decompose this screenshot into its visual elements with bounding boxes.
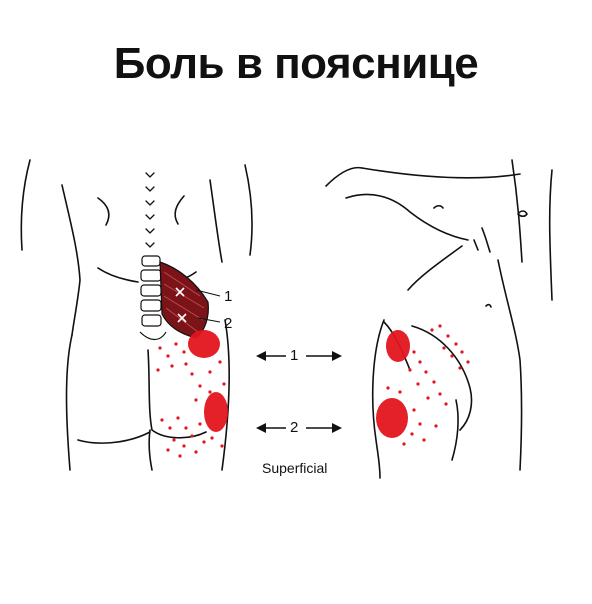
back-view-body-outline <box>20 159 253 471</box>
arrow-label-1: 1 <box>290 347 299 364</box>
caption-superficial: Superficial <box>262 460 328 476</box>
trigger-point-marks <box>175 287 187 323</box>
side-view-pain-zones <box>376 330 410 438</box>
side-view-pain-dots <box>386 324 470 446</box>
muscle-label-1: 1 <box>224 288 233 305</box>
arrow-label-2: 2 <box>290 419 299 436</box>
spine-marks <box>145 172 155 248</box>
back-view-pain-zones <box>188 330 228 432</box>
muscle-label-2: 2 <box>224 315 233 332</box>
lumbar-vertebrae <box>139 255 167 341</box>
arrow-2 <box>256 423 342 433</box>
side-view-body-outline <box>325 159 553 479</box>
arrow-1 <box>256 351 342 361</box>
page-title: Боль в пояснице <box>113 39 479 88</box>
quadratus-lumborum-muscle <box>159 261 221 339</box>
back-view-pain-dots <box>156 342 226 458</box>
